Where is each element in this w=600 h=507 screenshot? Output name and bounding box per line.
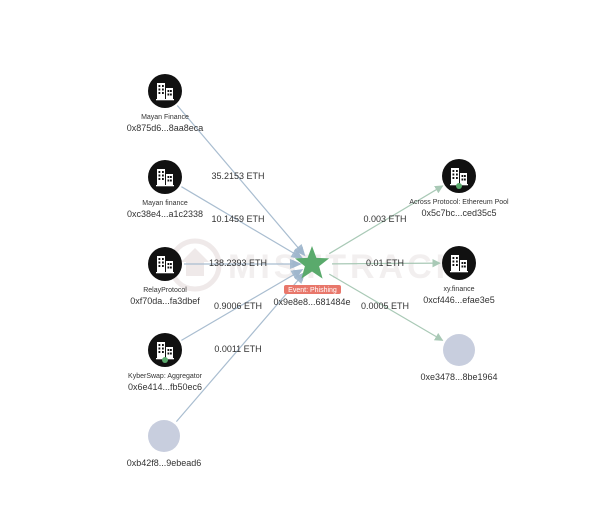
building-icon (156, 169, 174, 187)
node-address[interactable]: 0x6e414...fb50ec6 (128, 382, 202, 392)
node-name: RelayProtocol (143, 287, 187, 294)
node-unk1[interactable]: 0xb42f8...9ebead6 (127, 420, 202, 468)
node-address[interactable]: 0xb42f8...9ebead6 (127, 458, 202, 468)
unknown-node-circle (443, 334, 475, 366)
edge-label-kyber-to-center: 0.9006 ETH (214, 301, 262, 311)
edge-mayan1-to-center[interactable] (176, 105, 305, 256)
watermark: MISTTRACK (168, 238, 464, 292)
node-name: Mayan finance (142, 200, 188, 207)
center-node[interactable]: Event: Phishing 0x9e8e8...681484e (273, 246, 351, 307)
edge-labels-layer: 35.2153 ETH 10.1459 ETH 138.2393 ETH 0.9006… (209, 171, 409, 354)
verified-dot-icon (456, 183, 462, 189)
node-kyber[interactable]: KyberSwap: Aggregator 0x6e414...fb50ec6 (128, 333, 203, 392)
node-address[interactable]: 0xe3478...8be1964 (420, 372, 497, 382)
watermark-text: MISTTRACK (228, 248, 464, 286)
edge-center-to-xy[interactable] (331, 258, 441, 268)
edge-label-relay-to-center: 138.2393 ETH (209, 258, 267, 268)
node-address[interactable]: 0xcf446...efae3e5 (423, 295, 495, 305)
edge-kyber-to-center[interactable] (181, 269, 303, 341)
unknown-node-circle (148, 420, 180, 452)
edge-label-center-to-xy: 0.01 ETH (366, 258, 404, 268)
building-icon (156, 256, 174, 274)
edge-unk1-to-center[interactable] (175, 272, 305, 422)
arrowhead-mayan2 (290, 248, 304, 259)
arrowhead-relay (290, 259, 302, 269)
node-name: Mayan Finance (141, 114, 189, 121)
event-badge (284, 285, 341, 294)
node-address[interactable]: 0x5c7bc...ced35c5 (421, 208, 496, 218)
node-across[interactable]: Across Protocol: Ethereum Pool 0x5c7bc...… (409, 159, 509, 218)
node-name: xy.finance (444, 286, 475, 293)
event-badge-text: Event: Phishing (288, 287, 337, 294)
edges-layer (175, 105, 444, 422)
edge-center-to-across[interactable] (328, 185, 444, 255)
node-address[interactable]: 0x875d6...8aa8eca (127, 123, 204, 133)
edge-mayan2-to-center[interactable] (181, 186, 303, 259)
node-mayan2[interactable]: Mayan finance 0xc38e4...a1c2338 (127, 160, 203, 219)
verified-dot-icon (162, 357, 168, 363)
building-icon (450, 255, 468, 273)
node-mayan1[interactable]: Mayan Finance 0x875d6...8aa8eca (127, 74, 204, 133)
star-icon (294, 246, 330, 279)
edge-label-mayan1-to-center: 35.2153 ETH (211, 171, 264, 181)
node-name: KyberSwap: Aggregator (128, 373, 203, 380)
arrowhead-kyber (290, 269, 304, 280)
arrowhead-mayan1 (293, 244, 306, 257)
node-xy[interactable]: xy.finance 0xcf446...efae3e5 (423, 246, 495, 305)
building-icon (156, 83, 174, 101)
edge-label-unk1-to-center: 0.0011 ETH (214, 344, 261, 354)
node-name: Across Protocol: Ethereum Pool (409, 199, 509, 206)
edge-label-center-to-across: 0.003 ETH (363, 214, 406, 224)
node-unk2[interactable]: 0xe3478...8be1964 (420, 334, 498, 382)
center-address[interactable]: 0x9e8e8...681484e (273, 297, 350, 307)
node-address[interactable]: 0xf70da...fa3dbef (130, 296, 200, 306)
node-address[interactable]: 0xc38e4...a1c2338 (127, 209, 203, 219)
edge-label-mayan2-to-center: 10.1459 ETH (211, 214, 264, 224)
node-relay[interactable]: RelayProtocol 0xf70da...fa3dbef (130, 247, 200, 306)
edge-label-center-to-unk2: 0.0005 ETH (361, 301, 409, 311)
edge-center-to-unk2[interactable] (328, 273, 444, 341)
